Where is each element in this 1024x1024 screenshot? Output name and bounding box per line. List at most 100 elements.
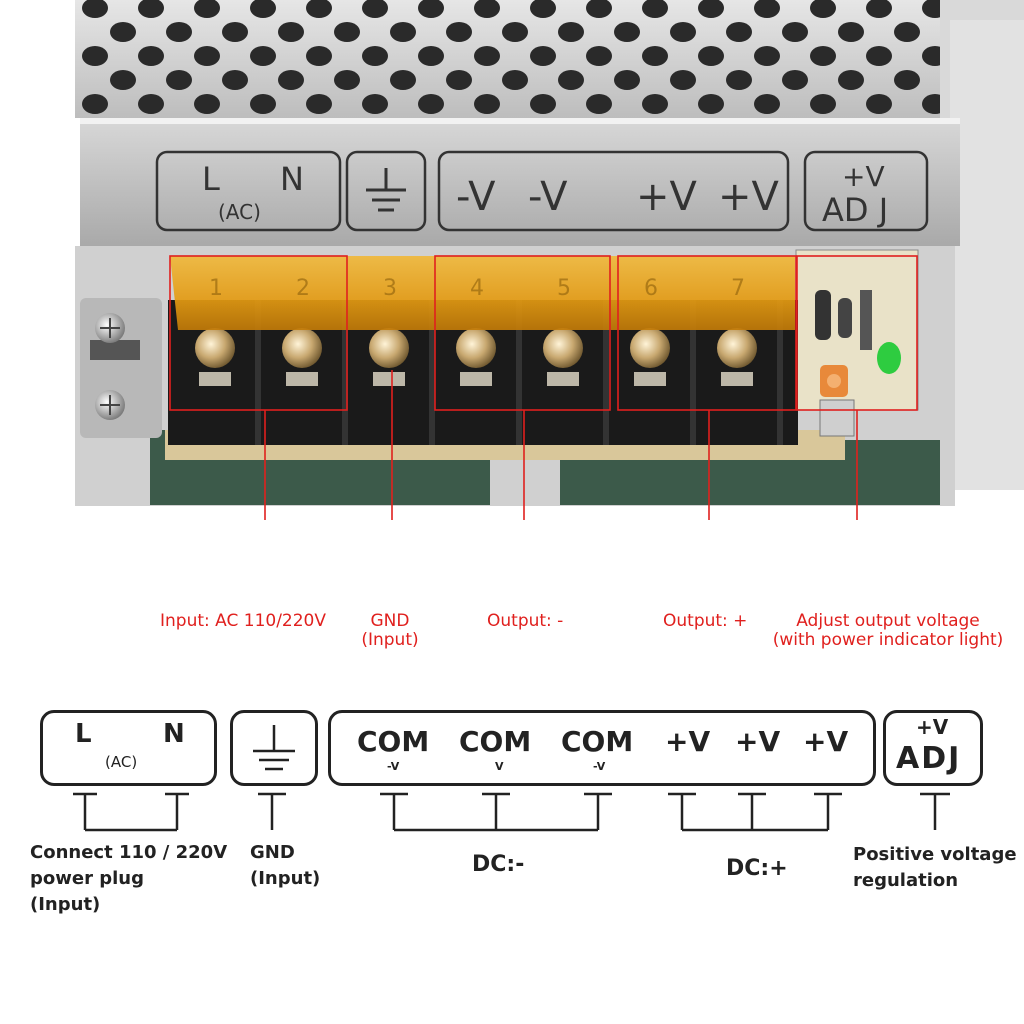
terminal-clamp: [286, 372, 318, 386]
terminal-number: 2: [296, 276, 310, 301]
vent-hole: [670, 22, 696, 42]
vent-hole: [894, 70, 920, 90]
vent-hole: [474, 94, 500, 114]
wiring-diagram: L N (AC) COM -V COM V COM -V +V +V +V +V…: [0, 690, 1024, 1024]
label-dc-pos: DC:+: [726, 856, 788, 881]
label-ground-box: [345, 150, 427, 232]
terminal-clamp: [199, 372, 231, 386]
diagram-com-3-sub: -V: [593, 760, 606, 773]
vent-hole: [194, 46, 220, 66]
diagram-adj-box: +V ADJ: [883, 710, 983, 786]
vent-hole: [810, 46, 836, 66]
terminal-clamp: [373, 372, 405, 386]
diagram-com-3: COM: [561, 725, 634, 758]
diagram-adj-bottom: ADJ: [896, 741, 962, 776]
vent-hole: [586, 46, 612, 66]
vent-hole: [250, 94, 276, 114]
vent-hole: [642, 0, 668, 18]
terminal-divider: [690, 300, 696, 445]
vent-hole: [838, 70, 864, 90]
vent-hole: [306, 0, 332, 18]
vent-hole: [194, 0, 220, 18]
vent-hole: [838, 22, 864, 42]
vent-hole: [334, 70, 360, 90]
vent-hole: [334, 22, 360, 42]
callout-adjust: Adjust output voltage (with power indica…: [762, 612, 1014, 650]
label-gnd-line1: GND: [250, 842, 295, 863]
vent-hole: [810, 0, 836, 18]
vent-hole: [306, 94, 332, 114]
callout-gnd-line2: (Input): [361, 630, 419, 650]
vent-hole: [446, 70, 472, 90]
diagram-plus-v-1: +V: [665, 725, 711, 758]
vent-hole: [642, 94, 668, 114]
vent-hole: [446, 22, 472, 42]
diagram-ac-l: L: [75, 719, 92, 749]
diagram-adj-top: +V: [916, 715, 949, 739]
vent-hole: [754, 0, 780, 18]
label-connect-line2: power plug: [30, 868, 144, 889]
vent-hole: [866, 94, 892, 114]
vent-hole: [82, 94, 108, 114]
vent-hole: [586, 0, 612, 18]
connector-lines: [73, 792, 950, 832]
label-adj-bottom: AD J: [822, 191, 888, 229]
diagram-com-1-sub: -V: [387, 760, 400, 773]
label-output-2: -V: [528, 174, 568, 220]
terminal-number: 3: [383, 276, 397, 301]
bracket-adj: [920, 792, 950, 830]
highlight-output-pos-box: [617, 255, 797, 411]
terminal-screw-icon[interactable]: [543, 328, 583, 368]
vent-hole: [502, 70, 528, 90]
vent-hole: [502, 22, 528, 42]
label-output-3: +V: [636, 174, 698, 220]
terminal-screw-icon[interactable]: [717, 328, 757, 368]
terminal-number: 7: [731, 276, 745, 301]
label-n: N: [280, 160, 304, 198]
vent-hole: [418, 46, 444, 66]
ground-icon: [366, 168, 406, 212]
vent-hole: [866, 0, 892, 18]
diagram-ac-n: N: [163, 719, 185, 749]
vent-hole: [530, 0, 556, 18]
vent-hole: [138, 0, 164, 18]
vent-hole: [810, 94, 836, 114]
vent-hole: [754, 46, 780, 66]
label-gnd-input: GND (Input): [250, 840, 320, 892]
vent-hole: [782, 22, 808, 42]
vent-hole: [670, 70, 696, 90]
vent-hole: [698, 0, 724, 18]
vent-hole: [278, 70, 304, 90]
vent-hole: [782, 70, 808, 90]
label-output-4: +V: [718, 174, 780, 220]
diagram-com-1: COM: [357, 725, 430, 758]
terminal-divider: [342, 300, 348, 445]
callout-output-pos: Output: +: [663, 611, 748, 631]
bracket-ac: [73, 792, 189, 832]
terminal-number: 6: [644, 276, 658, 301]
terminal-number: 1: [209, 276, 223, 301]
vent-hole: [754, 94, 780, 114]
terminal-divider: [255, 300, 261, 445]
vent-hole: [222, 22, 248, 42]
terminal-screw-icon[interactable]: [369, 328, 409, 368]
vent-hole: [698, 46, 724, 66]
vent-hole: [222, 70, 248, 90]
vent-hole: [166, 70, 192, 90]
diagram-outputs-box: COM -V COM V COM -V +V +V +V: [328, 710, 876, 786]
terminal-screw-icon[interactable]: [282, 328, 322, 368]
vent-hole: [82, 0, 108, 18]
callout-gnd-line1: GND: [370, 611, 410, 631]
terminal-screw-icon[interactable]: [195, 328, 235, 368]
ground-icon: [253, 725, 295, 771]
terminal-divider: [777, 300, 783, 445]
terminal-screw-icon[interactable]: [456, 328, 496, 368]
label-adj-box: +V AD J: [803, 150, 929, 232]
vent-hole: [278, 22, 304, 42]
terminal-screw-icon[interactable]: [630, 328, 670, 368]
front-label-plate: [80, 118, 960, 246]
terminal-clamp: [547, 372, 579, 386]
vent-hole: [194, 94, 220, 114]
vent-hole: [474, 46, 500, 66]
